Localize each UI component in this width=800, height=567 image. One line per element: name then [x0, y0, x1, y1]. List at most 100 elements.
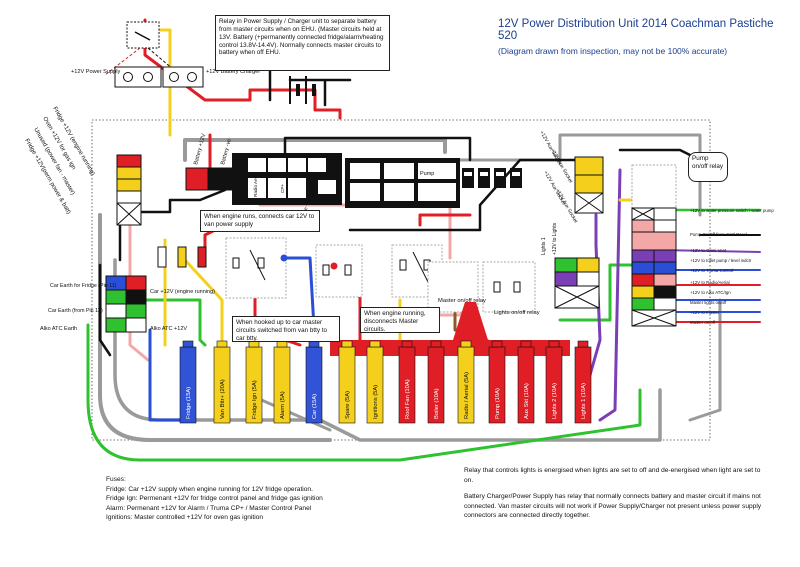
fuse-tab [460, 340, 472, 348]
wire-grey-top [183, 138, 447, 162]
wire-green-right [558, 263, 642, 322]
fuse-tab [369, 340, 381, 348]
fuse-9: Radio / Aerial (5A) [457, 340, 475, 424]
right-label: +12V to water pressure switch / water pu… [690, 208, 774, 213]
fuse-0: Fridge (15A) [179, 340, 197, 424]
label-car-earth-fridge-text: Car Earth for Fridge (Pin 11) [50, 283, 117, 289]
psu-relay-link-b [147, 47, 181, 76]
fuse-13: Lights 1 (10A) [574, 340, 592, 424]
fuse-7: Roof Fan (10A) [398, 340, 416, 424]
fuse-bank: Fridge (15A) Van Bttr+ (20A) Fridge Ign (5… [179, 340, 592, 424]
fuse-tab [548, 340, 560, 348]
fuse-label: Lights 2 (10A) [552, 383, 558, 419]
right-labels: +12V to water pressure switch / water pu… [690, 208, 774, 325]
fuse-1: Van Bttr+ (20A) [213, 340, 231, 424]
fuse-8: Boiler (10A) [427, 340, 445, 424]
wire-grey-outer [98, 213, 332, 442]
notes-fuses: Fuses: Fridge: Car +12V supply when engi… [106, 475, 406, 523]
notes-fuses-line: Fridge: Car +12V supply when engine runn… [106, 485, 313, 493]
fuse-5: Spare (5A) [338, 340, 356, 424]
notes-fuses-heading: Fuses: [106, 476, 126, 483]
label-psu: +12V Power Supply [71, 69, 120, 75]
wire-green-left [138, 298, 207, 347]
fuse-2: Fridge Ign (5A) [245, 340, 263, 424]
label-alko-12v: Alko ATC +12V [150, 326, 187, 332]
label-battery-neg: Battery -ve [220, 138, 233, 165]
right-label: Pump On/Off from Cntrl Panel [690, 232, 747, 237]
right-yellow-connector [574, 156, 604, 214]
wire-purple-omni [659, 249, 761, 253]
page-subtitle: (Diagram drawn from inspection, may not … [498, 46, 728, 56]
label-car-earth-pin13: Car Earth (from Pin 13) [48, 308, 103, 314]
wire-grey-lower [113, 258, 662, 442]
fuse-tab [520, 340, 532, 348]
fuse-4: Car (15A) [305, 340, 323, 424]
wire-black-battery-neg [268, 68, 352, 107]
label-car-earth-fridge: Car Earth for Fridge (Pin 11) [50, 283, 117, 289]
fuse-tab [182, 340, 194, 348]
label-master-relay: Master on/off relay [438, 298, 486, 304]
right-label: +12V to master [690, 310, 720, 315]
wire-grey-right [688, 298, 722, 422]
callout-engine-running-disconnects: When engine running, disconnects Master … [360, 307, 440, 333]
callout-psu-relay: Relay in Power Supply / Charger unit to … [215, 15, 390, 71]
black-connector-block [232, 153, 460, 208]
label-pump: Pump [420, 171, 434, 177]
fuse-label: Car (15A) [312, 394, 318, 419]
wire-black-earth [98, 263, 112, 357]
right-label: +12V to Truma Control [690, 268, 733, 273]
fuse-tab [216, 340, 228, 348]
battery-pos-terminal [185, 167, 209, 191]
battery-neg-terminal [207, 167, 233, 191]
right-label: +12V to Alko ATC/Ign [690, 290, 731, 295]
right-label: +12V to toilet pump / level indctr [690, 258, 752, 263]
notes-fuses-line: Fridge Ign: Permenant +12V for fridge co… [106, 495, 323, 503]
label-alko-earth: Alko ATC Earth [40, 326, 77, 332]
notes-relay-line: Battery Charger/Power Supply has relay t… [464, 493, 762, 520]
master-bus-joint [453, 302, 488, 340]
battery-symbol [289, 76, 316, 104]
fuse-tab [401, 340, 413, 348]
fuse-3: Alarm (5A) [273, 340, 291, 424]
relay-master-onoff [427, 261, 479, 313]
left-connector-lower [105, 275, 147, 333]
psu-relay-link-a [104, 47, 141, 76]
label-lights-12v: +12V to Lights [552, 222, 558, 255]
fuse-label: Roof Fan (10A) [405, 379, 411, 419]
aux-connectors [462, 168, 522, 188]
header: 12V Power Distribution Unit 2014 Coachma… [498, 18, 788, 56]
callout-hooked-up: When hooked up to car master circuits sw… [232, 316, 340, 342]
right-label: +12V to Omni Vent [690, 248, 727, 253]
fuse-tab [430, 340, 442, 348]
fuse-label: Lights 1 (10A) [581, 383, 587, 419]
wire-purple-2 [598, 168, 622, 422]
fuse-label: Radio / Aerial (5A) [464, 372, 470, 419]
right-connector-stack [631, 164, 677, 327]
wire-green-outer [86, 323, 642, 462]
label-cp: CP+ [280, 184, 285, 193]
callout-engine-runs: When engine runs, connects car 12V to va… [200, 210, 320, 232]
psu-relay-box [126, 21, 160, 49]
fuse-label: Pump (10A) [495, 388, 501, 419]
relay-engine [225, 237, 287, 299]
psu-connector [114, 66, 162, 88]
right-label: Master on/off [690, 320, 716, 325]
fuse-label: Fridge (15A) [186, 387, 192, 419]
fuse-label: Spare (5A) [345, 391, 351, 419]
label-car-12v-engine: Car +12V (engine running) [150, 289, 215, 295]
fuse-label: Aux Skt (10A) [524, 383, 530, 419]
wire-red-relay [418, 213, 472, 227]
fuse-label: Boiler (10A) [434, 388, 440, 419]
fuse-10: Pump (10A) [488, 340, 506, 424]
fuse-tab [341, 340, 353, 348]
fuse-label: Van Bttr+ (20A) [220, 379, 226, 419]
fuse-label: Fridge Ign (5A) [252, 380, 258, 419]
fuse-label: Ignitions (5A) [373, 385, 379, 419]
fuse-label: Alarm (5A) [280, 391, 286, 419]
notes-relay-line [464, 485, 764, 492]
charger-connector [162, 66, 204, 88]
label-battery-pos: Battery +12V [193, 133, 207, 166]
wire-blue-fridge [148, 328, 182, 422]
fuse-6: Ignitions (5A) [366, 340, 384, 424]
